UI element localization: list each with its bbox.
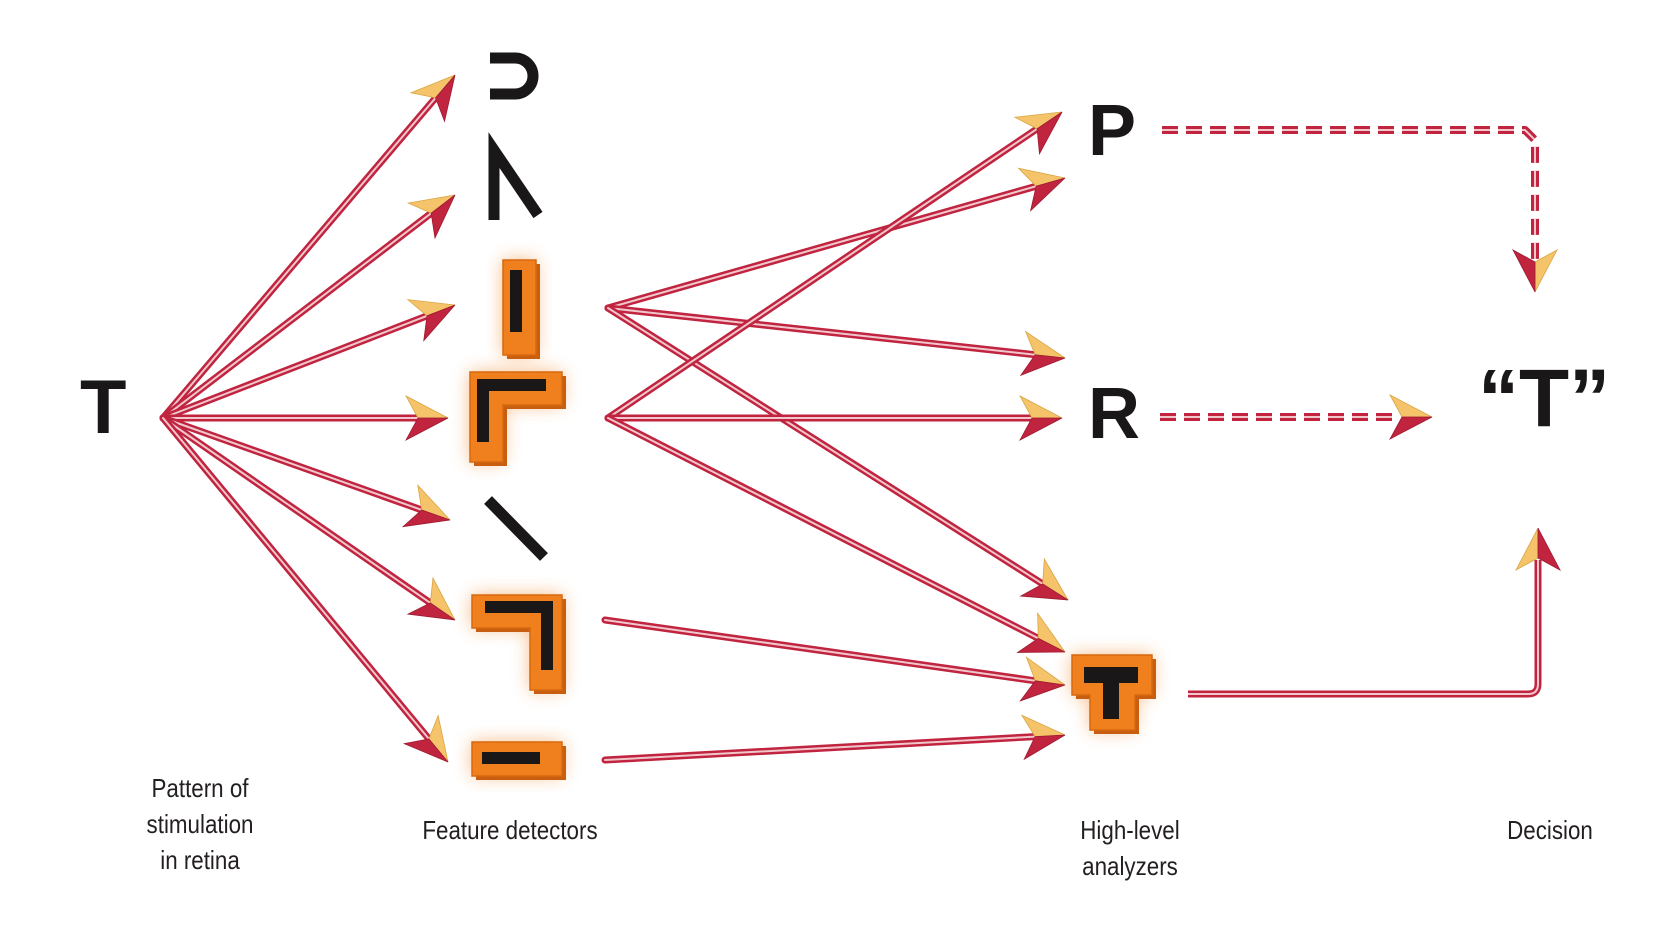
arrow-vertical-to-R-shaft xyxy=(604,304,1039,359)
arrow-corner-tl-to-T-head xyxy=(1016,611,1066,653)
feature-detector-horizontal-icon xyxy=(471,741,566,780)
connection-arrows xyxy=(159,74,1561,764)
arrow-stimulus-to-angle-head xyxy=(406,194,456,240)
feature-detector-vertical-icon xyxy=(502,259,540,359)
arrow-horizontal-to-T-head xyxy=(1020,714,1066,761)
feature-detector-curve-icon xyxy=(490,52,539,100)
diagram-nodes xyxy=(469,52,1156,780)
arrow-T-to-decision-head xyxy=(1515,527,1561,571)
stimulus-letter: T xyxy=(80,365,127,450)
stimulus-label-line-3: in retina xyxy=(160,845,240,875)
stimulus-label-line-1: Pattern of xyxy=(151,773,249,803)
arrow-corner-tl-to-R-head xyxy=(1019,395,1063,441)
arrow-stimulus-to-vertical-shaft xyxy=(159,312,431,422)
arrow-stimulus-to-curve-head xyxy=(409,74,456,123)
arrow-stimulus-to-curve-shaft xyxy=(159,94,440,422)
arrow-corner-tl-to-P-shaft xyxy=(604,125,1041,422)
analyzer-letter-r: R xyxy=(1088,374,1140,454)
arrow-stimulus-to-horizontal-shaft xyxy=(159,414,433,743)
high-level-analyzers-line-2: analyzers xyxy=(1082,851,1178,881)
arrow-vertical-to-P-head xyxy=(1017,167,1066,212)
arrow-vertical-to-P-shaft xyxy=(604,182,1040,312)
arrow-stimulus-to-angle-shaft xyxy=(159,209,435,422)
arrow-stimulus-to-vertical-head xyxy=(406,299,456,342)
feature-detector-angle-icon xyxy=(488,132,543,220)
arrow-stimulus-to-horizontal-head xyxy=(402,714,449,763)
high-level-analyzers-label: High-level analyzers xyxy=(1053,812,1208,884)
feature-detector-corner-tr-icon xyxy=(471,594,566,694)
arrow-stimulus-to-diagonal-shaft xyxy=(159,414,426,514)
arrow-P-to-decision-shaft xyxy=(1162,126,1539,260)
high-level-analyzers-line-1: High-level xyxy=(1080,815,1180,845)
arrow-corner-tl-to-T-shaft xyxy=(604,414,1042,642)
arrow-stimulus-to-corner-tr-head xyxy=(406,576,456,621)
arrow-corner-tr-to-T-head xyxy=(1019,656,1066,702)
arrow-horizontal-to-T-shaft xyxy=(601,733,1039,764)
analyzer-letter-p: P xyxy=(1088,91,1137,171)
arrow-stimulus-to-corner-tr-shaft xyxy=(159,414,434,607)
arrow-vertical-to-T-head xyxy=(1019,557,1069,601)
arrow-vertical-to-T-shaft xyxy=(604,304,1047,588)
arrow-corner-tl-to-P-head xyxy=(1013,111,1063,156)
decision-label: Decision xyxy=(1507,815,1593,845)
arrow-P-to-decision-head xyxy=(1512,249,1558,293)
arrow-vertical-to-R-head xyxy=(1019,330,1066,377)
feature-detectors-label: Feature detectors xyxy=(422,815,598,845)
stimulus-label: Pattern of stimulation in retina xyxy=(123,770,278,878)
feature-detector-corner-tl-icon xyxy=(469,371,566,466)
analyzer-T-icon xyxy=(1071,654,1156,734)
arrow-stimulus-to-diagonal-head xyxy=(401,483,451,528)
arrow-corner-tr-to-T-shaft xyxy=(601,616,1039,685)
feature-detector-diagonal-icon xyxy=(484,496,548,561)
decision-output: “T” xyxy=(1478,353,1611,444)
arrow-R-to-decision-head xyxy=(1389,394,1433,440)
stimulus-label-line-2: stimulation xyxy=(146,809,254,839)
arrow-T-to-decision-shaft xyxy=(1188,560,1542,698)
arrow-stimulus-to-corner-tl-head xyxy=(405,395,449,441)
